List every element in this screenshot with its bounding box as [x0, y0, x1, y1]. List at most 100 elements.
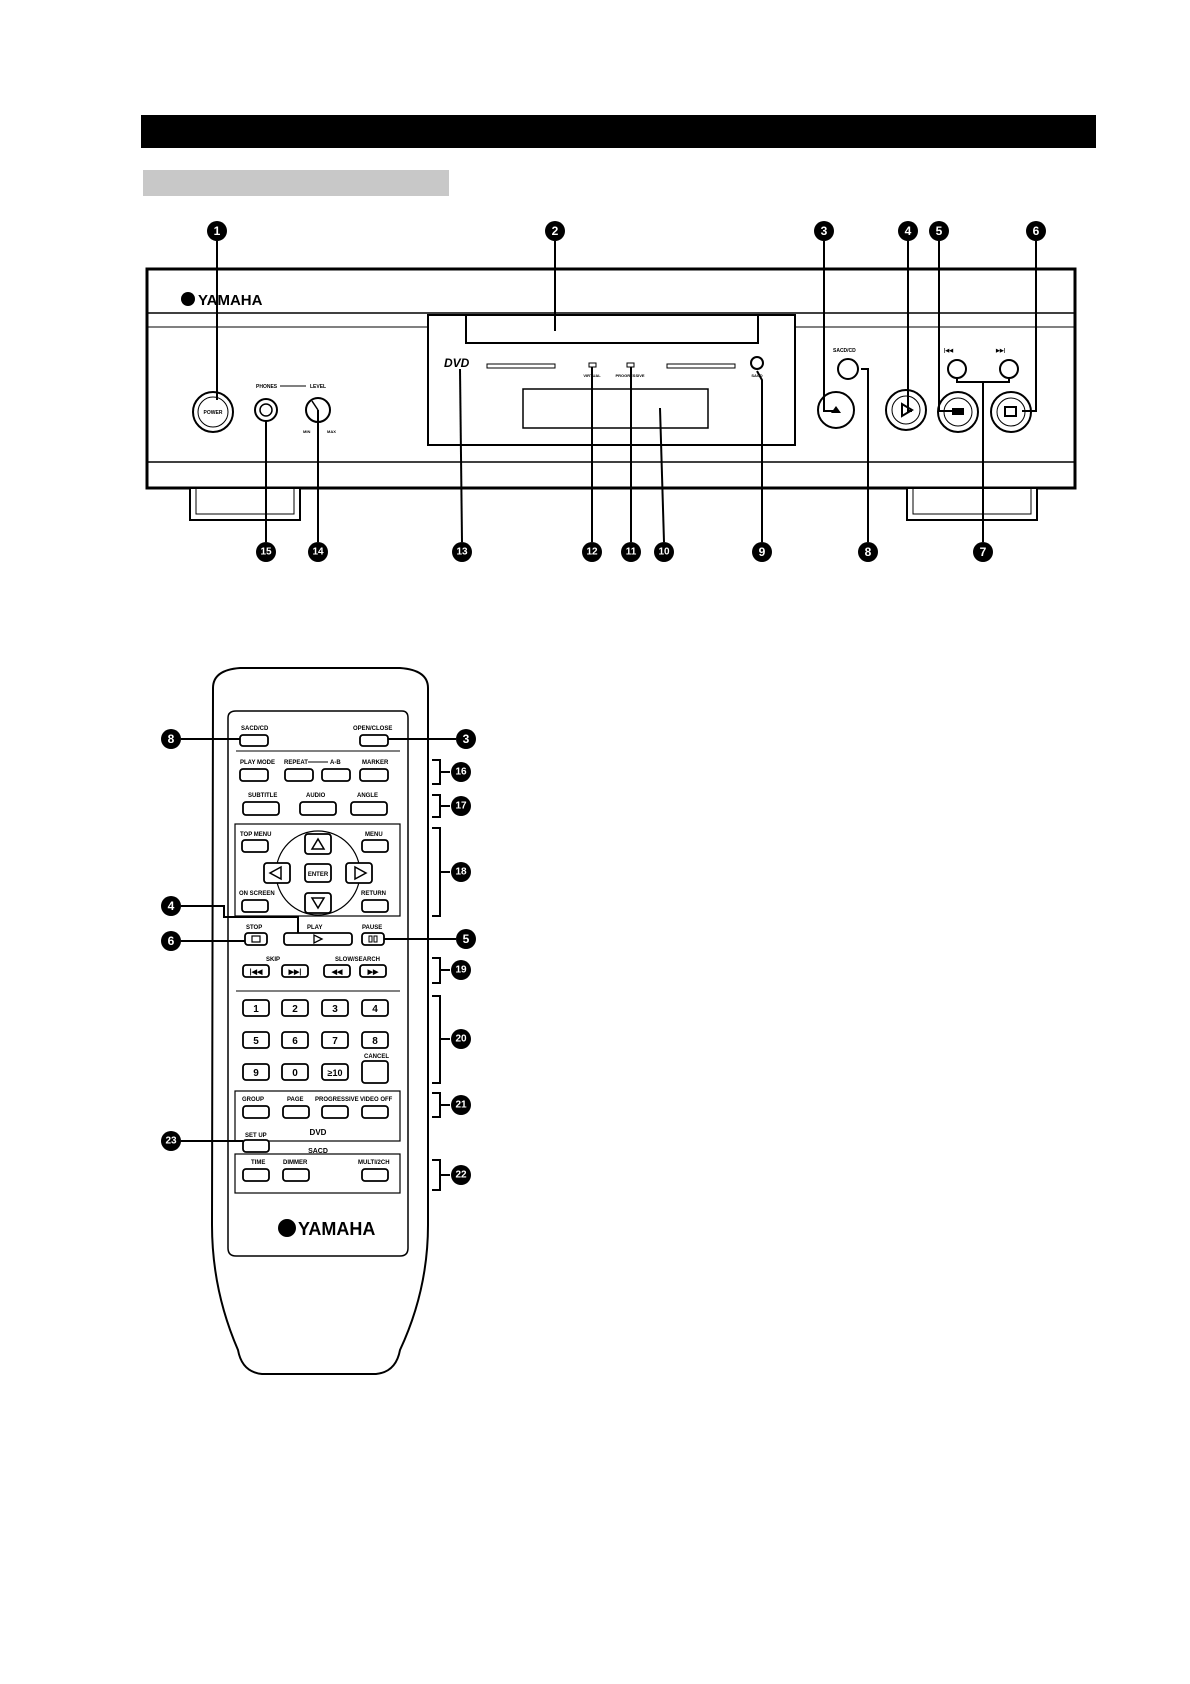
dimmer-label: DIMMER: [283, 1160, 308, 1166]
video-off-button[interactable]: [361, 1105, 389, 1119]
remote-pause-label: PAUSE: [362, 925, 382, 931]
num-button-5[interactable]: [242, 1031, 270, 1049]
power-button[interactable]: [192, 391, 234, 433]
callout-15: 15: [256, 542, 276, 562]
callout-6: 6: [1026, 221, 1046, 241]
num-button-8[interactable]: [361, 1031, 389, 1049]
svg-text:4: 4: [168, 899, 175, 913]
num-2-label: 2: [292, 1004, 298, 1015]
remote-sacd-cd-button[interactable]: [239, 734, 269, 747]
num-button-9[interactable]: [242, 1063, 270, 1081]
angle-label: ANGLE: [357, 793, 378, 799]
svg-text:7: 7: [980, 545, 987, 559]
set-up-button[interactable]: [242, 1139, 270, 1153]
audio-button[interactable]: [299, 801, 337, 816]
repeat-button[interactable]: [284, 768, 314, 782]
callout-11: 11: [621, 542, 641, 562]
num-9-label: 9: [253, 1068, 259, 1079]
cancel-button[interactable]: [361, 1060, 389, 1084]
num-button-10plus[interactable]: [321, 1063, 349, 1081]
num-4-label: 4: [372, 1004, 378, 1015]
remote-callout-21: 21: [451, 1095, 471, 1115]
num-button-1[interactable]: [242, 999, 270, 1017]
stop-icon: [1004, 406, 1017, 417]
progressive-button[interactable]: [321, 1105, 349, 1119]
menu-label: MENU: [365, 832, 383, 838]
num-0-label: 0: [292, 1068, 298, 1079]
callout-8: 8: [858, 542, 878, 562]
dpad-right-button[interactable]: [345, 862, 373, 884]
svg-text:▶▶: ▶▶: [367, 969, 379, 976]
angle-button[interactable]: [350, 801, 388, 816]
section-title-bar: [143, 170, 449, 196]
remote-open-close-label: OPEN/CLOSE: [353, 726, 392, 732]
svg-text:14: 14: [312, 547, 324, 558]
multi-2ch-button[interactable]: [361, 1168, 389, 1182]
num-button-2[interactable]: [281, 999, 309, 1017]
page-label: PAGE: [287, 1097, 304, 1103]
enter-button[interactable]: [304, 863, 332, 883]
front-sacd-cd-button[interactable]: [837, 358, 859, 380]
num-button-7[interactable]: [321, 1031, 349, 1049]
remote-progressive-label: PROGRESSIVE: [315, 1097, 359, 1103]
menu-button[interactable]: [361, 839, 389, 853]
num-button-6[interactable]: [281, 1031, 309, 1049]
svg-text:21: 21: [455, 1100, 467, 1111]
return-label: RETURN: [361, 891, 386, 897]
num-button-0[interactable]: [281, 1063, 309, 1081]
callout-12: 12: [582, 542, 602, 562]
cancel-label: CANCEL: [364, 1054, 389, 1060]
skip-forward-button[interactable]: [281, 964, 309, 978]
marker-button[interactable]: [359, 768, 389, 782]
dimmer-button[interactable]: [282, 1168, 310, 1182]
power-label: POWER: [204, 410, 223, 416]
a-b-button[interactable]: [321, 768, 351, 782]
on-screen-label: ON SCREEN: [239, 891, 275, 897]
num-6-label: 6: [292, 1036, 298, 1047]
callout-1: 1: [207, 221, 227, 241]
on-screen-button[interactable]: [241, 899, 269, 913]
front-skip-prev-button[interactable]: [947, 359, 967, 379]
remote-pause-button[interactable]: [361, 932, 385, 946]
callout-10: 10: [654, 542, 674, 562]
a-b-label: A-B: [330, 760, 341, 766]
remote-open-close-button[interactable]: [359, 734, 389, 747]
remote-stop-icon: [251, 935, 261, 943]
remote-callout-8: 8: [161, 729, 181, 749]
play-mode-button[interactable]: [239, 768, 269, 782]
page-button[interactable]: [282, 1105, 310, 1119]
svg-text:23: 23: [165, 1136, 177, 1147]
num-3-label: 3: [332, 1004, 338, 1015]
dpad-down-button[interactable]: [304, 892, 332, 914]
dpad-up-button[interactable]: [304, 833, 332, 855]
group-button[interactable]: [242, 1105, 270, 1119]
return-button[interactable]: [361, 899, 389, 913]
remote-play-button[interactable]: [283, 932, 353, 946]
callout-7: 7: [973, 542, 993, 562]
num-button-3[interactable]: [321, 999, 349, 1017]
search-back-button[interactable]: [323, 964, 351, 978]
search-forward-button[interactable]: [359, 964, 387, 978]
time-button[interactable]: [242, 1168, 270, 1182]
top-menu-button[interactable]: [241, 839, 269, 853]
front-skip-next-button[interactable]: [999, 359, 1019, 379]
level-label: LEVEL: [310, 384, 326, 390]
remote-stop-button[interactable]: [244, 932, 268, 946]
subtitle-button[interactable]: [242, 801, 280, 816]
remote-stop-label: STOP: [246, 925, 262, 931]
phones-jack[interactable]: [254, 398, 278, 422]
svg-text:5: 5: [936, 224, 943, 238]
remote-callout-20: 20: [451, 1029, 471, 1049]
pause-icon: [952, 408, 964, 415]
num-8-label: 8: [372, 1036, 378, 1047]
callout-4: 4: [898, 221, 918, 241]
indicator-strip-left: [486, 363, 556, 369]
remote-callout-18: 18: [451, 862, 471, 882]
num-button-4[interactable]: [361, 999, 389, 1017]
dpad-left-button[interactable]: [263, 862, 291, 884]
dvd-section-label: DVD: [310, 1128, 327, 1137]
up-arrow-icon: [310, 837, 326, 850]
svg-text:◀◀: ◀◀: [331, 969, 343, 976]
skip-back-button[interactable]: [242, 964, 270, 978]
svg-text:|◀◀: |◀◀: [250, 969, 263, 976]
